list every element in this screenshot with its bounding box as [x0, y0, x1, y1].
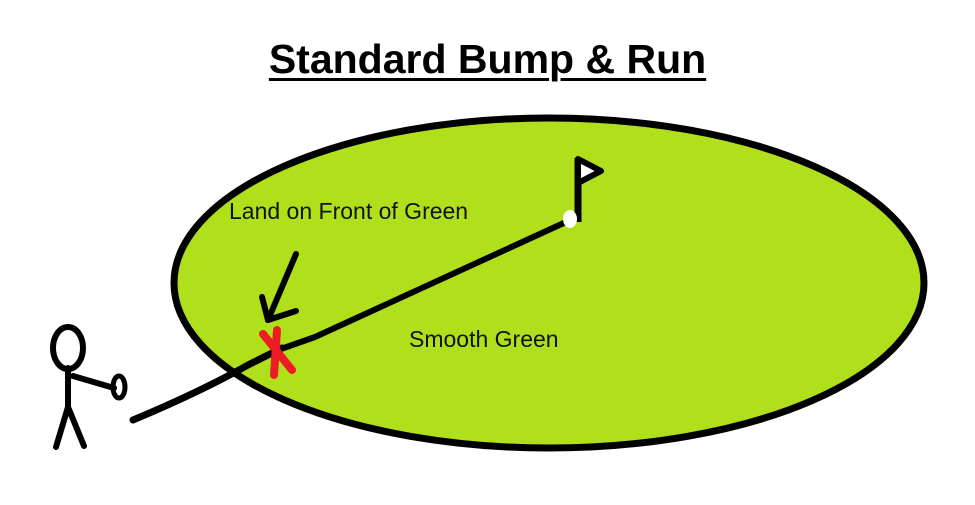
roll-path [275, 219, 569, 353]
landing-arrow-shaft [265, 251, 299, 323]
golfer-leg-left [53, 404, 71, 450]
ball-flight-path [129, 344, 286, 424]
golf-ball-icon [563, 210, 577, 228]
golfer-leg-right [65, 404, 87, 449]
golfer-head-icon [50, 324, 86, 372]
golf-club-head-icon [110, 373, 128, 401]
landing-arrow-head-left [259, 294, 271, 323]
green-ellipse [170, 114, 928, 452]
landing-arrow-head-right [265, 308, 299, 323]
landing-x-stroke-2 [270, 326, 281, 379]
golf-club-shaft [70, 373, 117, 391]
flag-icon [575, 156, 604, 186]
